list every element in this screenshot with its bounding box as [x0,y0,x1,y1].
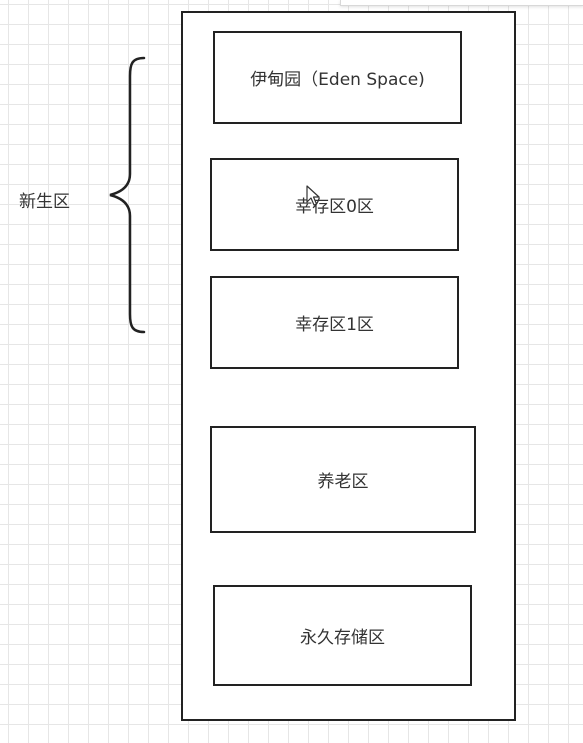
mouse-pointer-icon [306,185,320,206]
permanent-generation-box: 永久存储区 [213,585,472,686]
permanent-generation-label: 永久存储区 [300,628,385,648]
curly-brace-icon [109,56,146,334]
survivor-1-label: 幸存区1区 [295,315,374,335]
survivor-0-box: 幸存区0区 [210,158,459,251]
eden-space-box: 伊甸园（Eden Space) [213,31,462,124]
young-generation-label: 新生区 [19,192,70,212]
window-edge [340,0,583,6]
survivor-1-box: 幸存区1区 [210,276,459,369]
old-generation-label: 养老区 [317,472,369,492]
eden-space-label: 伊甸园（Eden Space) [250,70,425,90]
old-generation-box: 养老区 [210,426,476,533]
